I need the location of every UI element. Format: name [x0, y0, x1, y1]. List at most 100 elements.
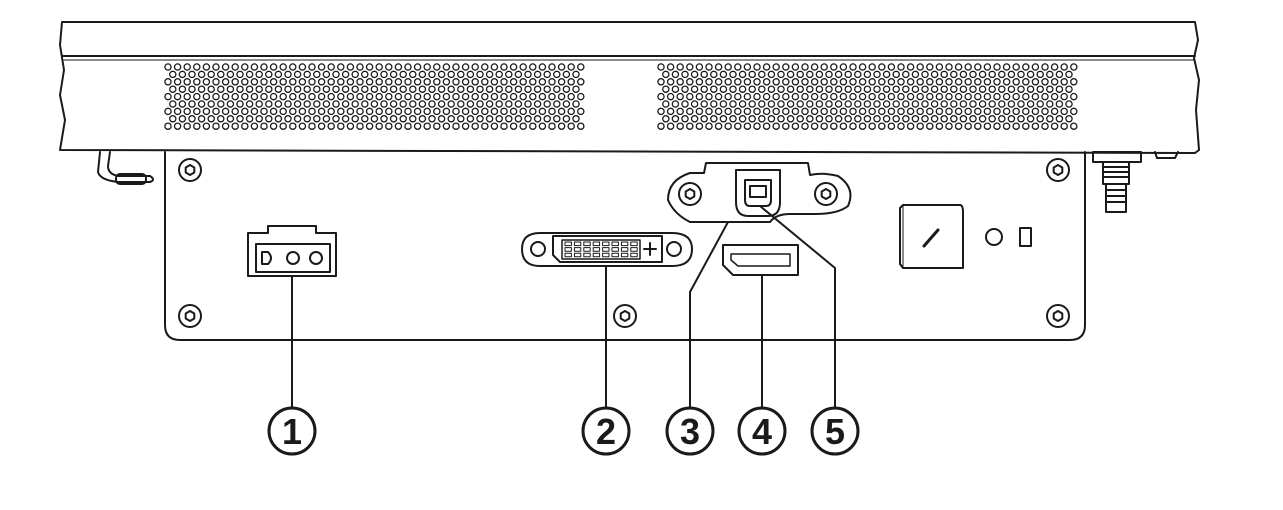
vent-hole: [279, 92, 287, 101]
vent-hole: [279, 78, 287, 86]
vent-hole: [548, 63, 556, 71]
vent-hole: [868, 92, 876, 101]
vent-hole: [1017, 100, 1025, 108]
vent-hole: [978, 100, 987, 108]
vent-hole: [1022, 107, 1030, 116]
vent-hole: [241, 122, 249, 130]
vent-hole: [231, 122, 239, 130]
vent-hole: [255, 115, 263, 123]
vent-hole: [820, 63, 828, 71]
vent-hole: [457, 85, 465, 93]
vent-hole: [178, 70, 187, 79]
vent-hole: [289, 107, 297, 116]
vent-hole: [753, 92, 761, 101]
vent-hole: [399, 85, 407, 93]
vent-hole: [1041, 92, 1049, 101]
vent-hole: [207, 100, 215, 108]
vent-hole: [964, 107, 972, 116]
vent-hole: [557, 92, 566, 101]
vent-hole: [868, 78, 876, 86]
vent-hole: [538, 63, 547, 71]
vent-hole: [983, 78, 992, 86]
vent-hole: [1026, 100, 1035, 108]
vent-hole: [471, 78, 479, 86]
vent-hole: [758, 70, 766, 79]
vent-hole: [806, 70, 814, 79]
vent-hole: [461, 92, 470, 101]
vent-hole: [705, 92, 713, 101]
vent-hole: [293, 100, 302, 108]
vent-hole: [767, 85, 776, 93]
vent-hole: [988, 70, 996, 79]
vent-hole: [801, 92, 809, 101]
vent-hole: [863, 85, 872, 93]
vent-hole: [887, 78, 896, 86]
vent-hole: [485, 115, 494, 123]
vent-hole: [666, 63, 675, 71]
dvi-pin: [620, 247, 629, 252]
vent-hole: [782, 107, 790, 116]
vent-hole: [226, 70, 235, 79]
vent-hole: [705, 78, 713, 86]
vent-hole: [269, 92, 278, 101]
vent-hole: [695, 107, 704, 116]
vent-hole: [820, 78, 828, 86]
vent-hole: [772, 78, 780, 86]
vent-hole: [452, 78, 460, 86]
vent-hole: [983, 92, 992, 101]
vent-hole: [212, 78, 220, 86]
vent-hole: [1002, 122, 1011, 130]
vent-hole: [250, 63, 259, 71]
vent-hole: [481, 122, 489, 130]
vent-hole: [361, 85, 369, 93]
vent-hole: [902, 100, 910, 108]
vent-hole: [849, 63, 857, 71]
vent-hole: [553, 115, 561, 123]
vent-hole: [772, 107, 780, 116]
vent-hole: [710, 100, 718, 108]
vent-hole: [409, 115, 417, 123]
vent-hole: [500, 92, 508, 101]
vent-hole: [863, 100, 872, 108]
vent-hole: [188, 85, 196, 93]
vent-hole: [466, 85, 475, 93]
vent-hole: [964, 122, 972, 130]
vent-hole: [1007, 85, 1016, 93]
callout-5: 5: [810, 406, 860, 456]
vent-hole: [169, 115, 177, 123]
vent-hole: [231, 92, 239, 101]
vent-hole: [983, 63, 992, 71]
vent-hole: [825, 115, 833, 123]
vent-hole: [380, 115, 388, 123]
vent-hole: [380, 100, 388, 108]
vent-hole: [954, 107, 963, 116]
vent-hole: [820, 122, 828, 130]
vent-hole: [289, 122, 297, 130]
vent-hole: [250, 122, 259, 130]
vent-hole: [873, 100, 881, 108]
vent-hole: [404, 122, 412, 130]
vent-hole: [327, 107, 335, 116]
vent-hole: [666, 107, 675, 116]
vent-hole: [212, 122, 220, 130]
vent-hole: [998, 100, 1006, 108]
vent-hole: [461, 107, 470, 116]
vent-hole: [786, 70, 795, 79]
vent-hole: [212, 92, 220, 101]
vent-hole: [409, 85, 417, 93]
vent-hole: [562, 85, 571, 93]
vent-hole: [671, 115, 680, 123]
vent-hole: [834, 85, 843, 93]
vent-hole: [495, 70, 503, 79]
callout-number: 3: [680, 411, 700, 452]
vent-hole: [524, 100, 532, 108]
vent-hole: [897, 107, 905, 116]
vent-hole: [810, 122, 819, 130]
vent-hole: [686, 63, 694, 71]
vent-hole: [1060, 78, 1068, 86]
vent-hole: [676, 107, 684, 116]
vent-hole: [509, 78, 518, 86]
vent-hole: [236, 70, 244, 79]
vent-hole: [524, 85, 532, 93]
vent-hole: [926, 78, 934, 86]
